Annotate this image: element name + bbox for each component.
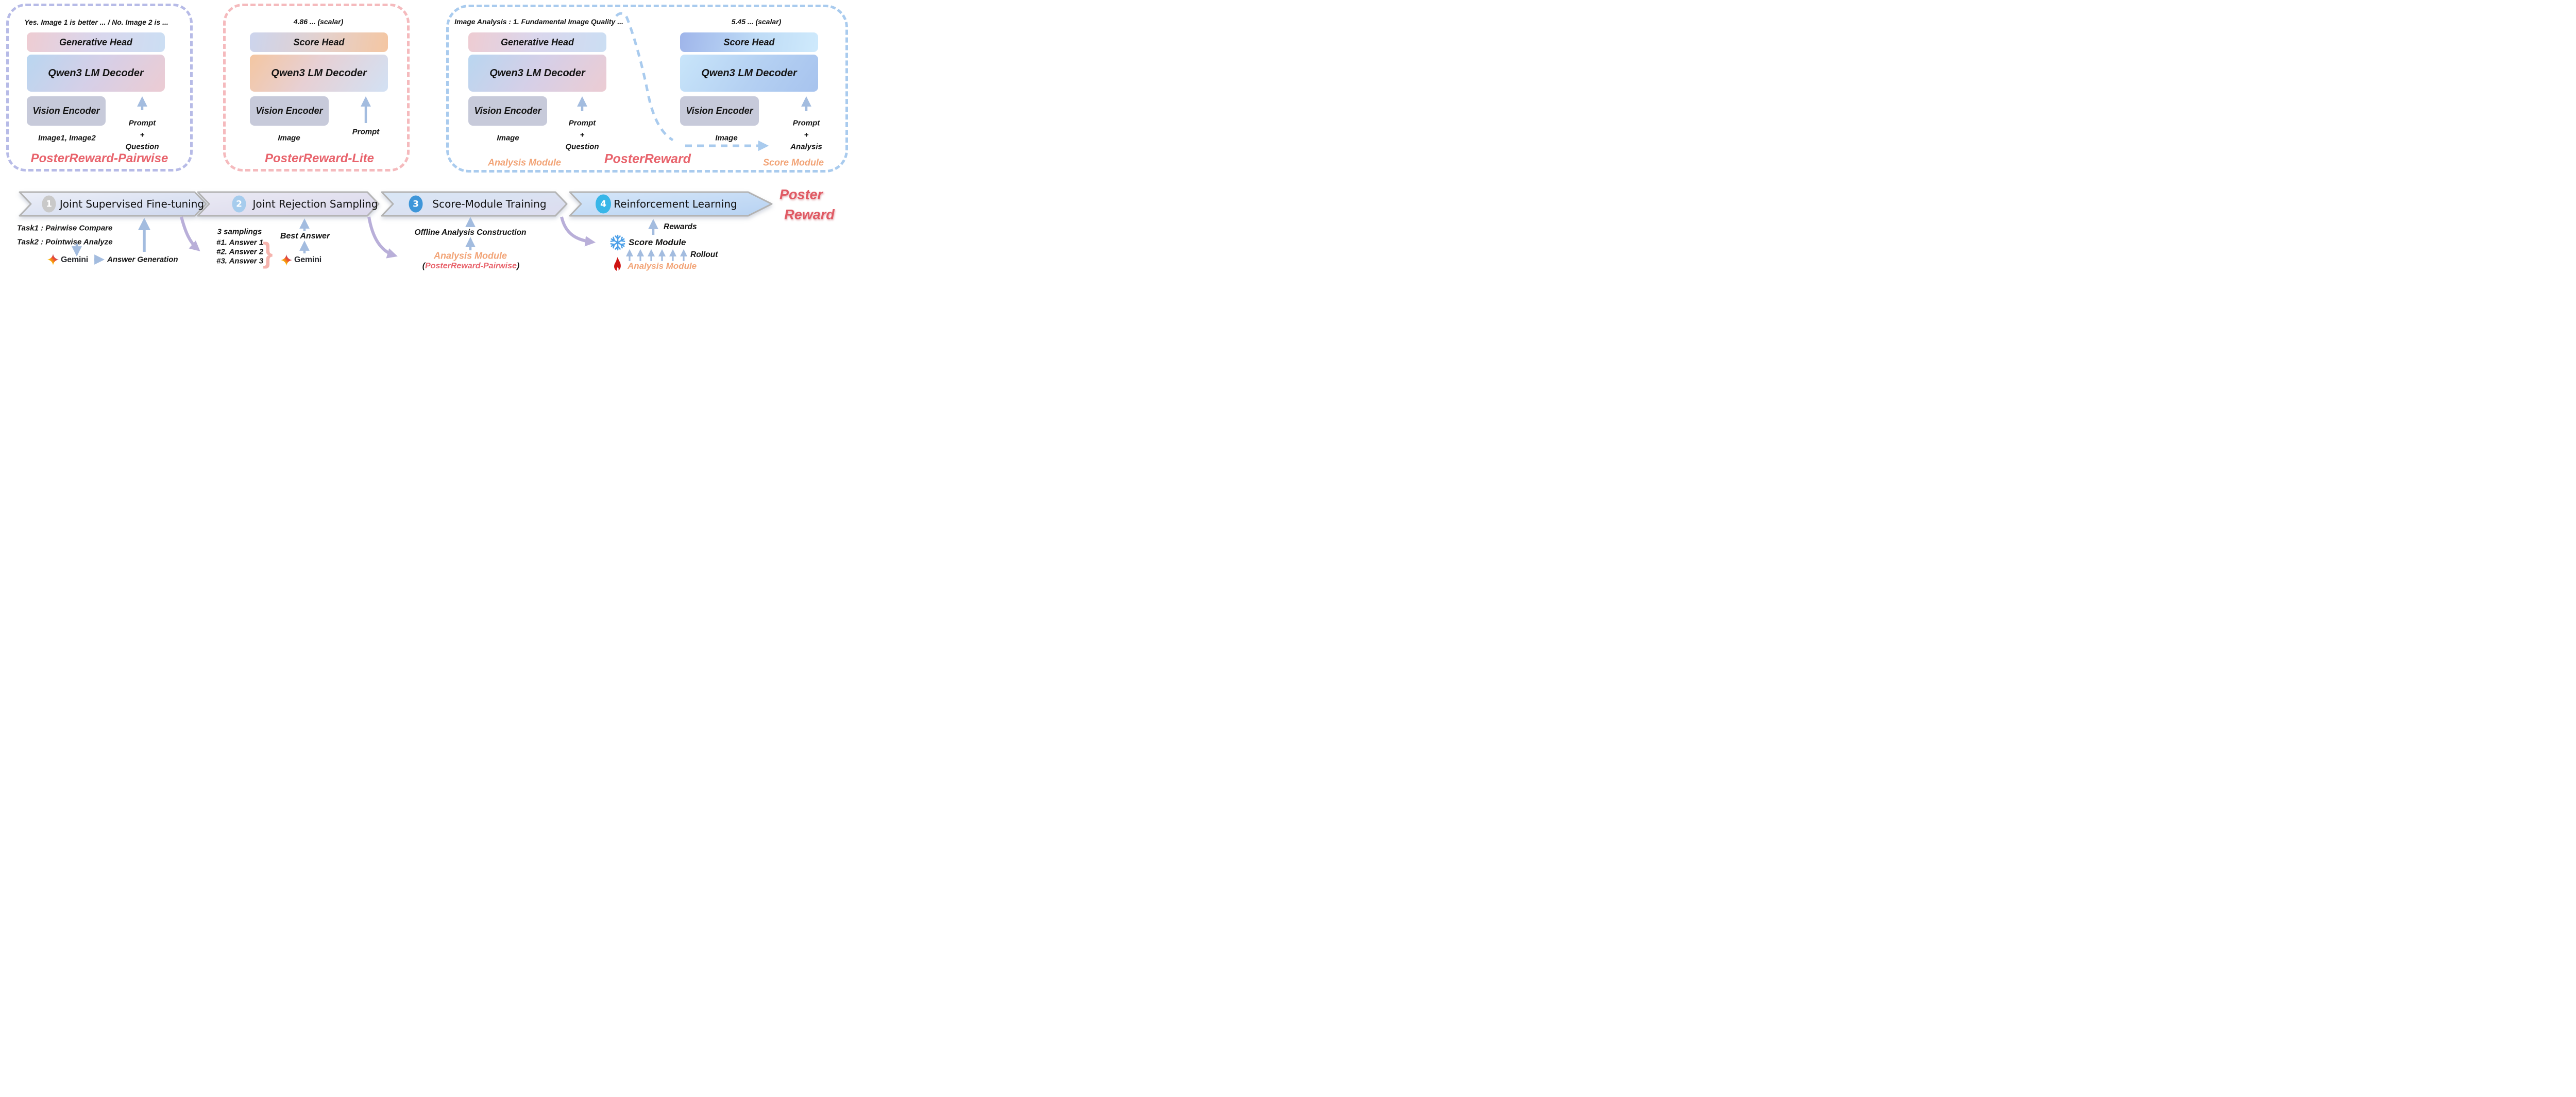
- stage-4-circle: 4: [596, 194, 611, 214]
- plus-line: +: [140, 130, 145, 140]
- score-image-input-label: Image: [715, 133, 738, 143]
- answer-generation-label: Answer Generation: [107, 255, 178, 264]
- rewards-label: Rewards: [664, 222, 697, 231]
- fire-icon: [614, 257, 621, 271]
- pairwise-vision-encoder-block: Vision Encoder: [27, 96, 106, 126]
- snowflake-icon: [609, 234, 626, 251]
- gemini-wordmark-2: Gemini: [294, 255, 322, 264]
- paren-close: ): [516, 262, 520, 270]
- paren-open: (: [422, 262, 426, 270]
- pairwise-generative-head-block: Generative Head: [27, 32, 165, 52]
- pairwise-image-input-label: Image1, Image2: [38, 133, 96, 143]
- posterreward-diagram: Yes. Image 1 is better ... / No. Image 2…: [0, 0, 853, 275]
- stage-flow-curves: [180, 216, 596, 259]
- pairwise-output-text: Yes. Image 1 is better ... / No. Image 2…: [24, 18, 168, 26]
- prompt-line: Prompt: [792, 118, 820, 128]
- score-qwen3-decoder-block: Qwen3 LM Decoder: [680, 55, 818, 92]
- arrows-icons-layer: [47, 12, 811, 271]
- divider-curve-icon: [615, 12, 674, 142]
- rollout-label: Rollout: [690, 250, 718, 259]
- pairwise-prompt-input-label: Prompt + Question: [125, 117, 159, 153]
- gemini-star-icon: [47, 254, 59, 265]
- lite-output-text: 4.86 ... (scalar): [293, 18, 344, 26]
- stage-3-label: Score-Module Training: [432, 198, 547, 210]
- score-head-block: Score Head: [680, 32, 818, 52]
- score-prompt-input-label: Prompt + Analysis: [790, 117, 822, 153]
- lite-title: PosterReward-Lite: [264, 151, 375, 165]
- samplings-title: 3 samplings: [217, 227, 262, 236]
- flow-arrows: [72, 217, 658, 265]
- task1-label: Task1 : Pairwise Compare: [17, 224, 113, 233]
- poster-reward-title-line2: Reward: [784, 207, 835, 222]
- sampling-answer-1: #1. Answer 1: [216, 238, 264, 247]
- analysis-line: Analysis: [790, 142, 822, 151]
- analysis-module-label: Analysis Module: [487, 157, 562, 168]
- analysis-prompt-input-label: Prompt + Question: [565, 117, 599, 153]
- score-module-frozen-label: Score Module: [629, 237, 686, 247]
- sampling-answer-3: #3. Answer 3: [216, 256, 264, 266]
- best-answer-label: Best Answer: [280, 232, 330, 241]
- stage-3-circle: 3: [409, 195, 423, 213]
- score-module-label: Score Module: [762, 157, 824, 168]
- offline-analysis-label: Offline Analysis Construction: [414, 228, 527, 237]
- posterreward-title: PosterReward: [604, 151, 691, 166]
- analysis-qwen3-decoder-block: Qwen3 LM Decoder: [468, 55, 606, 92]
- stage-2-label: Joint Rejection Sampling: [252, 198, 378, 210]
- ref-name: PosterReward-Pairwise: [425, 262, 517, 270]
- analysis-module-ref-label: Analysis Module: [433, 250, 507, 261]
- pipeline-segment-3: [381, 191, 568, 217]
- analysis-image-input-label: Image: [497, 133, 519, 143]
- lite-qwen3-decoder-block: Qwen3 LM Decoder: [250, 55, 388, 92]
- lite-vision-encoder-block: Vision Encoder: [250, 96, 329, 126]
- lite-image-input-label: Image: [278, 133, 300, 143]
- stage2-to-analysis-curve-icon: [367, 216, 398, 259]
- stage-1-circle: 1: [42, 195, 56, 213]
- stage-4-label: Reinforcement Learning: [614, 198, 737, 210]
- plus-line: +: [804, 130, 809, 140]
- pairwise-qwen3-decoder-block: Qwen3 LM Decoder: [27, 55, 165, 92]
- gemini-wordmark-1: Gemini: [61, 255, 89, 264]
- prompt-line: Prompt: [568, 118, 596, 128]
- question-line: Question: [125, 142, 159, 151]
- plus-line: +: [580, 130, 585, 140]
- posterreward-pairwise-ref: (PosterReward-Pairwise): [422, 262, 520, 271]
- gemini-star-icon: [281, 254, 292, 266]
- stage-2-circle: 2: [232, 195, 246, 213]
- rollout-arrows: [625, 249, 688, 261]
- score-vision-encoder-block: Vision Encoder: [680, 96, 759, 126]
- lite-score-head-block: Score Head: [250, 32, 388, 52]
- pairwise-title: PosterReward-Pairwise: [30, 151, 168, 165]
- stage-1-label: Joint Supervised Fine-tuning: [59, 198, 205, 210]
- analysis-output-text: Image Analysis : 1. Fundamental Image Qu…: [454, 18, 623, 26]
- analysis-generative-head-block: Generative Head: [468, 32, 606, 52]
- prompt-line: Prompt: [128, 118, 156, 128]
- lite-prompt-input-label: Prompt: [352, 127, 380, 136]
- module-divider-dashes: [615, 12, 769, 151]
- pipeline-segment-4: [569, 191, 773, 217]
- stage1-to-samplings-curve-icon: [180, 216, 200, 252]
- stage3-to-score-curve-icon: [560, 216, 596, 247]
- question-line: Question: [565, 142, 599, 151]
- analysis-vision-encoder-block: Vision Encoder: [468, 96, 547, 126]
- pipeline-segment-1: [19, 191, 207, 217]
- sampling-answer-2: #2. Answer 2: [216, 247, 264, 256]
- analysis-module-trainable-label: Analysis Module: [628, 261, 697, 271]
- score-output-text: 5.45 ... (scalar): [731, 18, 782, 26]
- prompt-arrow-icons: [137, 96, 811, 123]
- poster-reward-title-line1: Poster: [779, 186, 823, 202]
- task2-label: Task2 : Pointwise Analyze: [17, 237, 113, 247]
